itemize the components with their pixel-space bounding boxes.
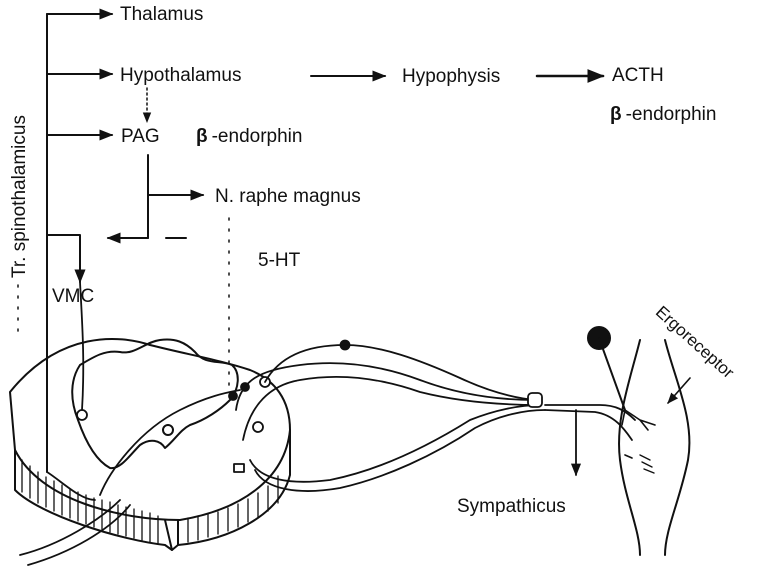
beta-symbol: β xyxy=(610,104,622,125)
hypophysis-label: Hypophysis xyxy=(402,67,500,86)
acth-label: ACTH xyxy=(612,66,664,85)
spinal-cord xyxy=(10,339,290,550)
arrow-to-vmc xyxy=(47,235,80,282)
neuron-pathways xyxy=(20,282,635,565)
beta-endorphin-right-label: β-endorphin xyxy=(610,105,716,124)
muscle xyxy=(588,327,690,555)
serotonin-label: 5-HT xyxy=(258,251,300,270)
thalamus-label: Thalamus xyxy=(120,5,203,24)
hypothalamus-label: Hypothalamus xyxy=(120,66,241,85)
vmc-label: VMC xyxy=(52,287,94,306)
arrow-to-ergoreceptor xyxy=(668,378,690,403)
beta-symbol: β xyxy=(196,126,208,147)
pag-label: PAG xyxy=(121,127,160,146)
raphe-label: N. raphe magnus xyxy=(215,187,361,206)
beta-endorphin-pag-label: β-endorphin xyxy=(196,127,302,146)
tract-label: Tr. spinothalamicus xyxy=(10,115,29,278)
sympathicus-label: Sympathicus xyxy=(457,497,566,516)
